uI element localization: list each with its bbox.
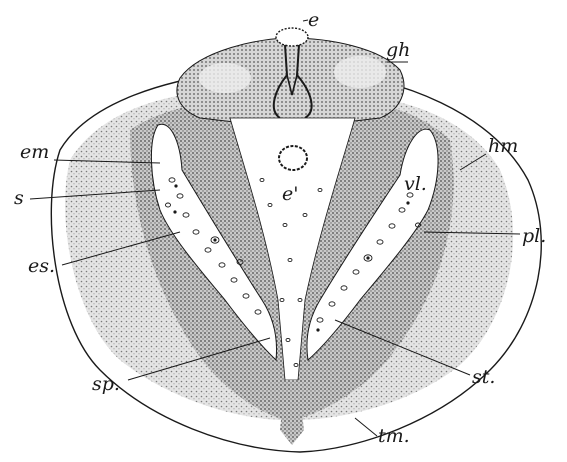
label-s: s — [14, 187, 24, 209]
label-st: st. — [472, 366, 495, 388]
label-sp: sp. — [92, 373, 120, 395]
label-vl: vl. — [404, 173, 427, 195]
ring-e-prime — [279, 146, 307, 170]
label-hm: hm — [488, 135, 518, 157]
label-tm: tm. — [378, 425, 410, 447]
label-pl: pl. — [522, 225, 546, 247]
label-e-prime: e' — [282, 183, 298, 205]
dorsal-spot-left — [199, 63, 251, 93]
label-es: es. — [28, 255, 55, 277]
label-gh: gh — [386, 39, 410, 61]
dorsal-spot-right — [334, 56, 386, 88]
label-em: em — [20, 141, 49, 163]
epiphysis — [276, 28, 308, 46]
label-e: e — [308, 9, 319, 31]
